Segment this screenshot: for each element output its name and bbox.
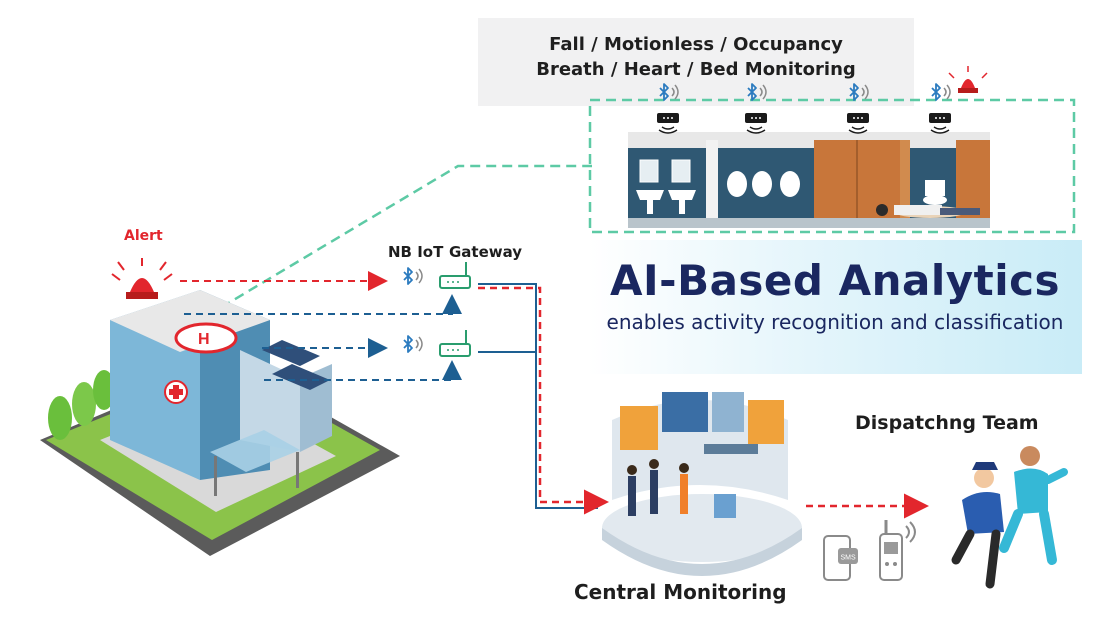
bluetooth-icon <box>403 267 423 285</box>
bluetooth-icon <box>659 83 679 101</box>
sensor-zone-frame <box>588 98 1076 234</box>
bluetooth-icon <box>849 83 869 101</box>
smartphone-sms-icon: SMS <box>823 535 858 581</box>
alert-siren-icon <box>948 66 988 93</box>
gateway-to-central-links <box>478 283 609 515</box>
ai-analytics-banner: AI-Based Analytics enables activity reco… <box>588 240 1082 374</box>
nb-iot-label: NB IoT <box>388 243 444 261</box>
dispatch-team-label: Dispatchng Team <box>855 412 1039 434</box>
monitoring-caption-line1: Fall / Motionless / Occupancy <box>549 34 843 55</box>
alert-label: Alert <box>124 228 163 244</box>
svg-text:H: H <box>198 331 210 348</box>
sms-badge-text: SMS <box>841 555 857 562</box>
ai-analytics-subtitle: enables activity recognition and classif… <box>606 310 1064 334</box>
ceiling-sensor-icon <box>744 112 768 134</box>
ceiling-sensor-icon <box>656 112 680 134</box>
sensor-zone-link <box>179 164 592 334</box>
building-to-gateway-links <box>180 271 462 381</box>
toilet-room-illustration <box>628 132 990 228</box>
gateway-router-icon <box>439 262 471 289</box>
gateway-label: Gateway <box>449 243 523 261</box>
monitoring-caption-box: Fall / Motionless / Occupancy Breath / H… <box>478 18 914 106</box>
paramedic-icon <box>999 446 1068 565</box>
bluetooth-icon <box>931 83 951 101</box>
control-room-illustration <box>602 392 802 576</box>
walkie-talkie-icon <box>879 520 916 581</box>
ceiling-sensor-icon <box>928 112 952 134</box>
monitoring-caption-line2: Breath / Heart / Bed Monitoring <box>536 59 856 80</box>
ai-analytics-title: AI-Based Analytics <box>610 256 1060 305</box>
hospital-building-icon: H <box>40 290 400 556</box>
gateway-router-icon <box>439 330 471 357</box>
police-officer-icon <box>951 462 1004 589</box>
central-monitoring-label: Central Monitoring <box>574 580 787 604</box>
ceiling-sensor-icon <box>846 112 870 134</box>
bluetooth-icon <box>403 335 423 353</box>
alert-siren-icon <box>111 258 173 299</box>
bluetooth-icon <box>747 83 767 101</box>
ceiling-sensors <box>656 66 988 134</box>
